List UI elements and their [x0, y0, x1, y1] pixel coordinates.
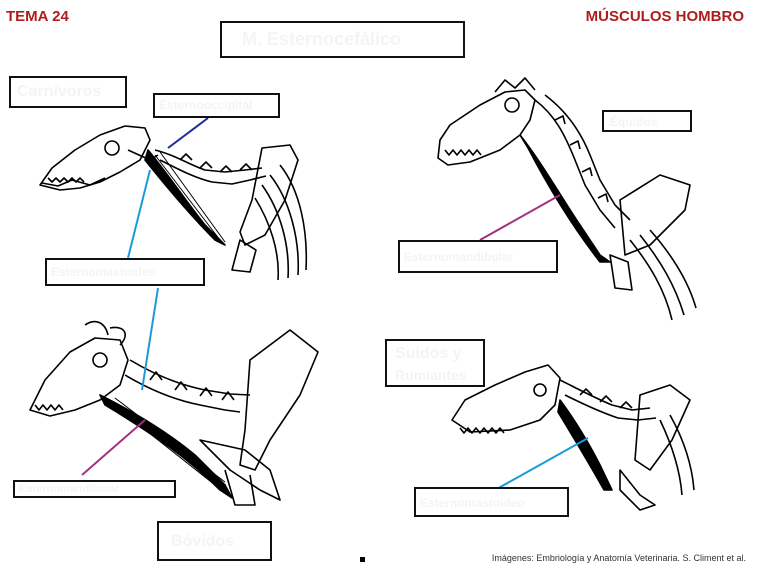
cow-skeleton: [29, 320, 319, 506]
label-box-bovidos[interactable]: Bóvidos: [157, 521, 272, 561]
label-esternomandibular: Esternomandibular: [404, 250, 514, 264]
title-box[interactable]: M. Esternocefálico: [220, 21, 465, 58]
label-carnivoros: Carnívoros: [17, 83, 102, 100]
leader-cow-esternomastoideo: [141, 287, 159, 391]
dog-skeleton: [39, 125, 308, 281]
topic-label: TEMA 24: [6, 8, 69, 25]
label-bovidos: Bóvidos: [171, 533, 235, 550]
horse-skeleton: [437, 77, 697, 321]
label-box-carnivoros[interactable]: Carnívoros: [9, 76, 127, 108]
label-box-bov-esternomandibular[interactable]: Esternomandibular: [13, 480, 176, 498]
label-equinos: Équidos: [610, 115, 658, 129]
title-text: M. Esternocefálico: [242, 29, 402, 49]
label-box-esternomandibular[interactable]: Esternomandibular: [398, 240, 558, 273]
label-pig-esternomastoideo: Esternomastoideo: [420, 496, 525, 510]
leader-cow-esternomandibular: [81, 419, 146, 476]
label-suidos: Suidos y: [395, 345, 462, 362]
image-credit: Imágenes: Embriología y Anatomía Veterin…: [491, 553, 746, 563]
label-esternomastoideo: Esternomastoideo: [51, 265, 156, 279]
label-esternooccipital: Esternooccipital: [159, 98, 253, 112]
leader-esternooccipital: [167, 117, 209, 149]
label-bov-esternomandibular: Esternomandibular: [19, 483, 120, 495]
pig-skeleton: [451, 364, 695, 511]
leader-dog-esternomastoideo: [127, 169, 151, 259]
bullet-dot: [360, 557, 365, 562]
label-box-esternooccipital[interactable]: Esternooccipital: [153, 93, 280, 118]
leader-lines: [81, 117, 589, 491]
leader-horse-esternomandibular: [479, 194, 561, 241]
label-box-equinos[interactable]: Équidos: [602, 110, 692, 132]
label-box-pig-esternomastoideo[interactable]: Esternomastoideo: [414, 487, 569, 517]
label-rumiantes: Rumiantes: [395, 367, 467, 383]
section-title: MÚSCULOS HOMBRO: [585, 8, 744, 25]
label-box-suidos[interactable]: Suidos y Rumiantes: [385, 339, 485, 387]
label-box-esternomastoideo[interactable]: Esternomastoideo: [45, 258, 205, 286]
leader-pig-esternomastoideo: [494, 437, 589, 491]
